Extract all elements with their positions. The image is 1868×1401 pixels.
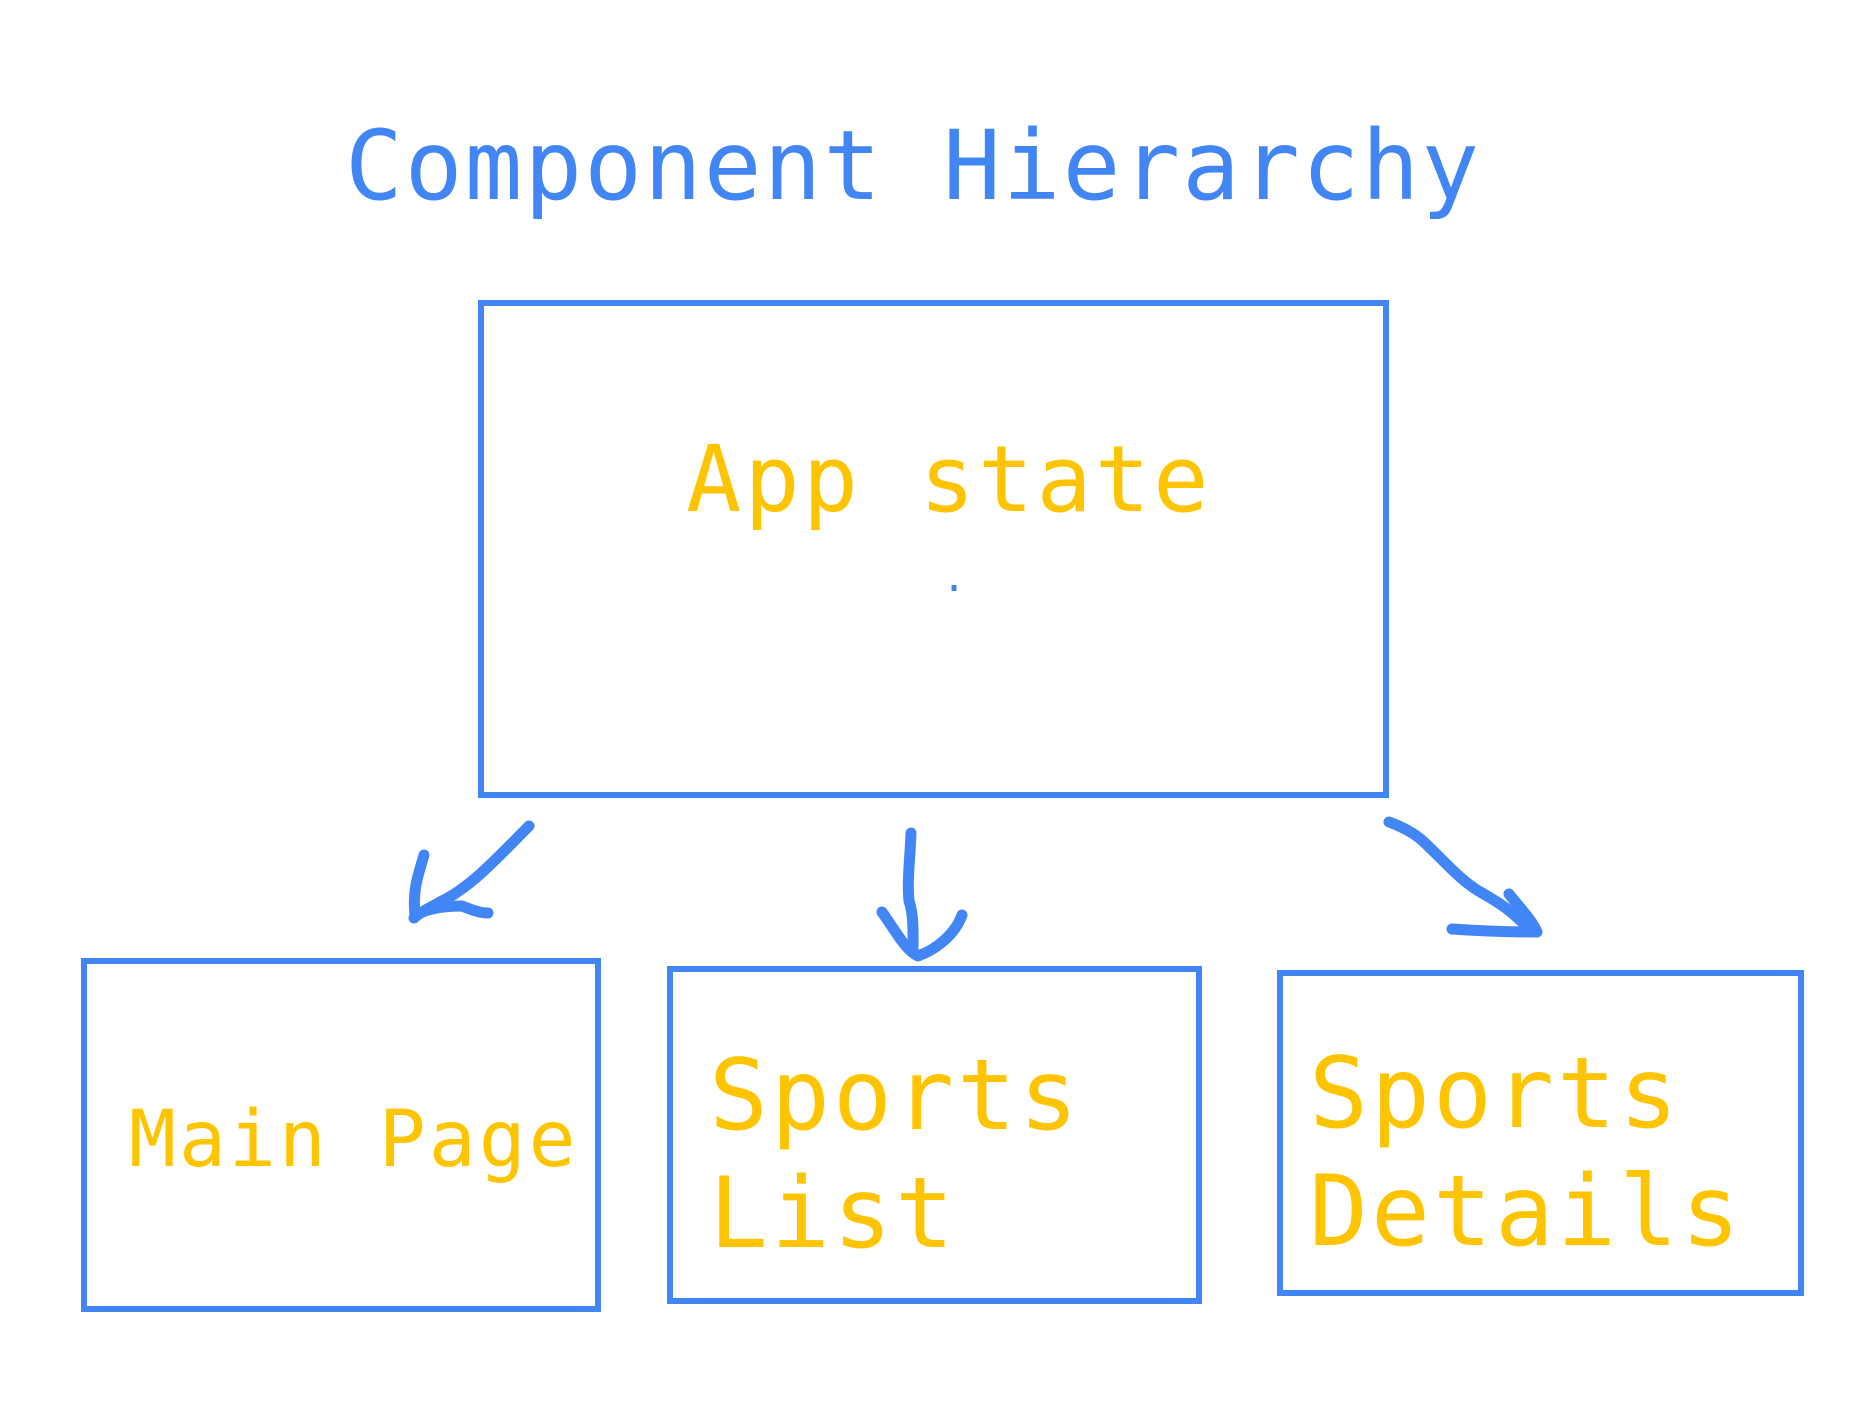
node-main-page: Main Page (81, 958, 601, 1312)
node-sports-details: Sports Details (1277, 970, 1804, 1296)
node-app-state: App state . (478, 300, 1389, 798)
node-app-state-dot: . (942, 555, 970, 601)
node-app-state-label: App state (686, 426, 1212, 533)
node-sports-list-label: Sports List (709, 1039, 1082, 1271)
node-main-page-label: Main Page (129, 1095, 579, 1185)
node-sports-list: Sports List (667, 966, 1202, 1304)
arrow-to-sports-details (1383, 816, 1543, 938)
diagram-title: Component Hierarchy (345, 110, 1482, 222)
arrow-to-main-page (408, 820, 535, 924)
arrow-to-sports-list (876, 827, 968, 962)
node-sports-details-label: Sports Details (1309, 1037, 1744, 1269)
